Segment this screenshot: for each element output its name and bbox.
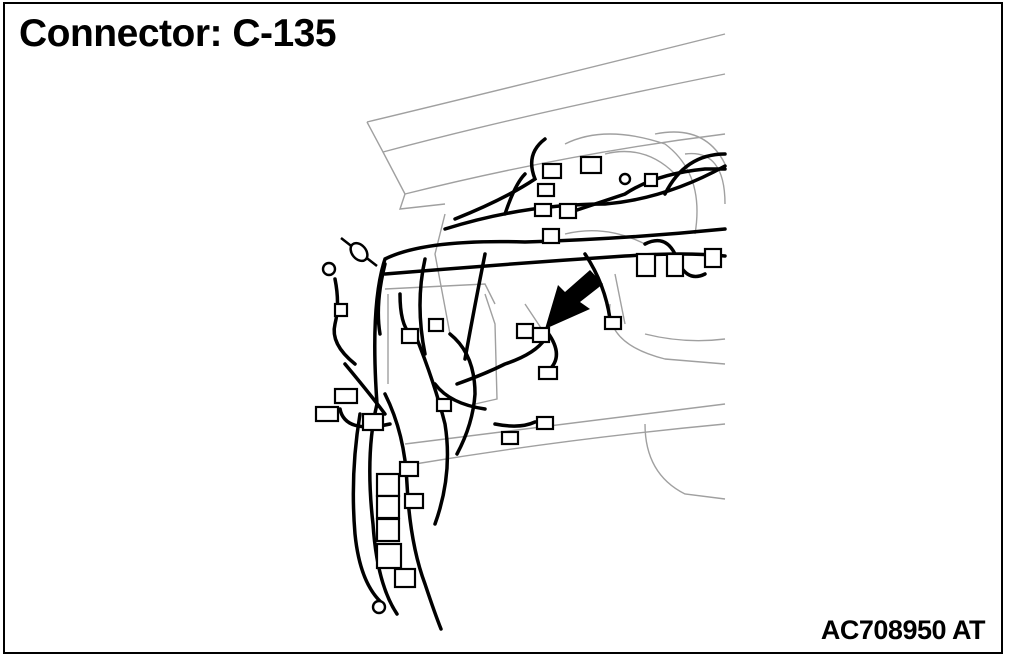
- figure-code: AC708950 AT: [820, 615, 986, 645]
- page-title: Connector: C-135: [19, 12, 337, 55]
- figure-frame: Connector: C-135 AC708950 AT: [3, 2, 1003, 654]
- harness-clip: [340, 237, 378, 267]
- harness-wires: [332, 137, 727, 631]
- ground-terminals: [321, 172, 632, 615]
- dashboard-outline: [366, 33, 726, 500]
- wiring-harness-illustration: [314, 33, 727, 631]
- connectors: [314, 155, 723, 589]
- indicator-arrow: [545, 270, 603, 329]
